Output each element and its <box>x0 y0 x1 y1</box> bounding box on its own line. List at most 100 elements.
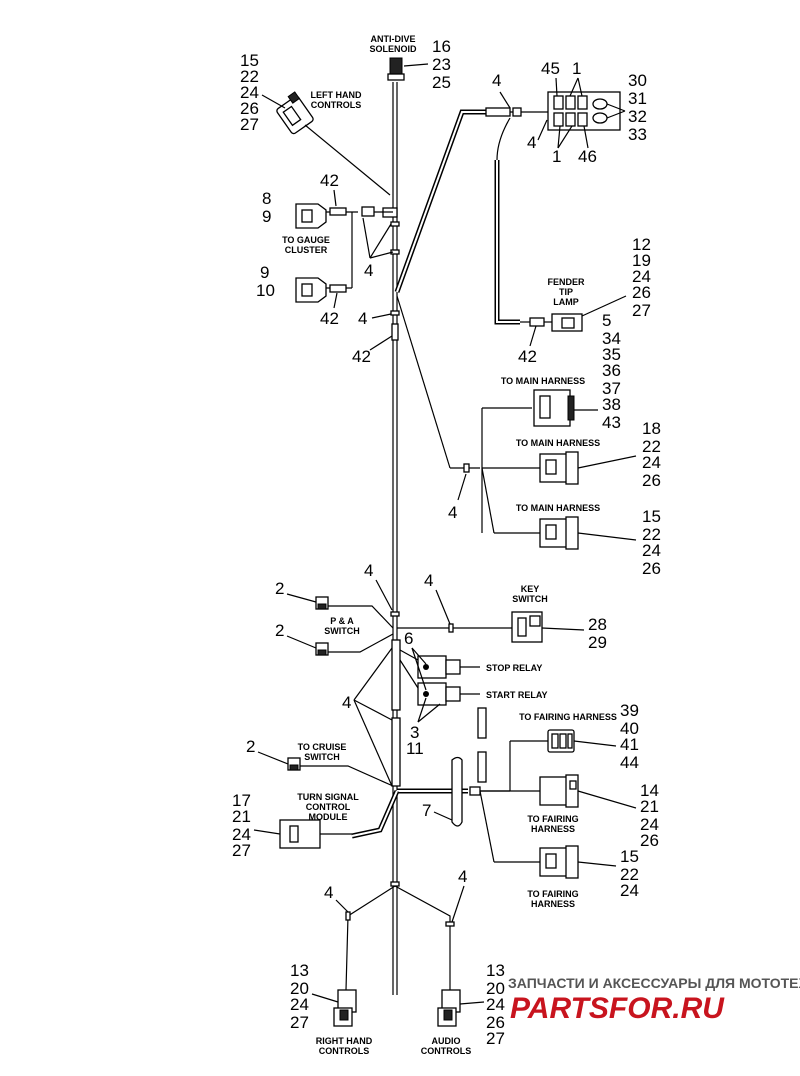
gauge-bottom-callout-2: 10 <box>256 281 275 300</box>
cruise-callout-2: 2 <box>246 737 255 756</box>
key-callout-1: 28 <box>588 615 607 634</box>
fairing3-label-2: HARNESS <box>531 899 575 909</box>
audio-label-2: CONTROLS <box>421 1046 472 1056</box>
gauge-label-1: TO GAUGE <box>282 235 330 245</box>
turn-signal-module: TURN SIGNAL CONTROL MODULE 17 21 24 27 <box>232 790 400 860</box>
ref4-main: 4 <box>448 503 457 522</box>
ref4-gauge: 4 <box>364 261 373 280</box>
fairing1-callout-3: 41 <box>620 735 639 754</box>
relay-callout-6: 6 <box>404 629 413 648</box>
right-hand-callout-4: 27 <box>290 1013 309 1032</box>
main1-callout-7: 43 <box>602 413 621 432</box>
fuse-callout-45: 45 <box>541 59 560 78</box>
main-harness-3: TO MAIN HARNESS 15 22 24 26 <box>516 503 661 578</box>
fairing-harness-2: TO FAIRING HARNESS 14 21 24 26 <box>527 774 659 850</box>
left-hand-callout-3: 24 <box>240 83 259 102</box>
audio-callout-2: 20 <box>486 979 505 998</box>
cruise-label-2: SWITCH <box>304 752 340 762</box>
turn-callout-4: 27 <box>232 841 251 860</box>
gauge-label-2: CLUSTER <box>285 245 328 255</box>
fender-label-1: FENDER <box>547 277 585 287</box>
start-relay-label: START RELAY <box>486 690 548 700</box>
main1-callout-6: 38 <box>602 395 621 414</box>
main-harness-branch: 4 <box>396 295 540 534</box>
fuse-callout-1-top: 1 <box>572 59 581 78</box>
main2-label: TO MAIN HARNESS <box>516 438 600 448</box>
turn-callout-1: 17 <box>232 791 251 810</box>
ref42-d: 42 <box>518 347 537 366</box>
fender-label-3: LAMP <box>553 297 579 307</box>
main3-callout-4: 26 <box>642 559 661 578</box>
ref42-a: 42 <box>320 171 339 190</box>
key-label-1: KEY <box>521 584 540 594</box>
fairing1-callout-1: 39 <box>620 701 639 720</box>
right-hand-callout-1: 13 <box>290 961 309 980</box>
fairing3-callout-1: 15 <box>620 847 639 866</box>
fender-callout-1: 12 <box>632 235 651 254</box>
fairing2-callout-1: 14 <box>640 781 659 800</box>
ref4-bottom-right: 4 <box>458 867 467 886</box>
pa-callout-top: 2 <box>275 579 284 598</box>
fairing-harness: 7 <box>397 740 548 863</box>
gauge-bottom-callout-1: 9 <box>260 263 269 282</box>
gauge-top-callout-2: 9 <box>262 207 271 226</box>
fairing1-callout-4: 44 <box>620 753 639 772</box>
key-switch: KEY SWITCH 28 29 4 <box>397 571 607 652</box>
fender-callout-5: 27 <box>632 301 651 320</box>
fairing3-callout-2: 22 <box>620 865 639 884</box>
main2-callout-4: 26 <box>642 471 661 490</box>
callout-7: 7 <box>422 801 431 820</box>
fuse-callout-30: 30 <box>628 71 647 90</box>
fairing1-callout-2: 40 <box>620 719 639 738</box>
ref42-c: 42 <box>352 347 371 366</box>
audio-callout-1: 13 <box>486 961 505 980</box>
anti-dive-label-2: SOLENOID <box>369 44 417 54</box>
fairing2-callout-3: 24 <box>640 815 659 834</box>
gauge-top-callout-1: 8 <box>262 189 271 208</box>
fairing2-callout-4: 26 <box>640 831 659 850</box>
right-hand-label-1: RIGHT HAND <box>316 1036 373 1046</box>
key-label-2: SWITCH <box>512 594 548 604</box>
main1-label: TO MAIN HARNESS <box>501 376 585 386</box>
fairing2-label-1: TO FAIRING <box>527 814 578 824</box>
ref42-b: 42 <box>320 309 339 328</box>
pa-switch: P & A SWITCH 2 2 4 <box>275 561 400 656</box>
main1-callout-2: 34 <box>602 329 621 348</box>
fairing-harness-3: TO FAIRING HARNESS 15 22 24 <box>527 845 639 909</box>
fender-callout-3: 24 <box>632 267 651 286</box>
main3-callout-1: 15 <box>642 507 661 526</box>
anti-dive-callout-1: 16 <box>432 37 451 56</box>
watermark: ЗАПЧАСТИ И АКСЕССУАРЫ ДЛЯ МОТОТЕХНИКИ PA… <box>508 975 800 1025</box>
anti-dive-solenoid: ANTI-DIVE SOLENOID 16 23 25 <box>369 34 450 92</box>
right-hand-label-2: CONTROLS <box>319 1046 370 1056</box>
gauge-cluster: TO GAUGE CLUSTER 8 9 9 10 42 42 4 4 42 <box>256 171 400 366</box>
fairing2-label-2: HARNESS <box>531 824 575 834</box>
fairing-harness-1: TO FAIRING HARNESS 39 40 41 44 <box>519 701 639 772</box>
fairing3-callout-3: 24 <box>620 881 639 900</box>
main-harness-1: TO MAIN HARNESS 5 34 35 36 37 38 43 <box>501 311 621 432</box>
main2-callout-1: 18 <box>642 419 661 438</box>
anti-dive-callout-2: 23 <box>432 55 451 74</box>
fuse-callout-31: 31 <box>628 89 647 108</box>
main1-callout-1: 5 <box>602 311 611 330</box>
main3-callout-3: 24 <box>642 541 661 560</box>
main2-callout-2: 22 <box>642 437 661 456</box>
main1-callout-5: 37 <box>602 379 621 398</box>
ref4-mid: 4 <box>358 309 367 328</box>
turn-callout-3: 24 <box>232 825 251 844</box>
fuse-callout-33: 33 <box>628 125 647 144</box>
left-hand-callout-5: 27 <box>240 115 259 134</box>
audio-callout-5: 27 <box>486 1029 505 1048</box>
stop-relay-label: STOP RELAY <box>486 663 542 673</box>
fuse-block: 45 1 4 4 1 46 30 31 32 33 <box>394 59 647 293</box>
left-hand-callout-1: 15 <box>240 51 259 70</box>
relay-callout-3: 3 <box>410 723 419 742</box>
ref4-relay: 4 <box>342 693 351 712</box>
ref4-bottom-left: 4 <box>324 883 333 902</box>
fuse-callout-4-top: 4 <box>492 71 501 90</box>
main-harness-2: TO MAIN HARNESS 18 22 24 26 <box>516 419 661 490</box>
audio-controls: AUDIO CONTROLS 13 20 24 26 27 <box>421 961 505 1056</box>
anti-dive-callout-3: 25 <box>432 73 451 92</box>
